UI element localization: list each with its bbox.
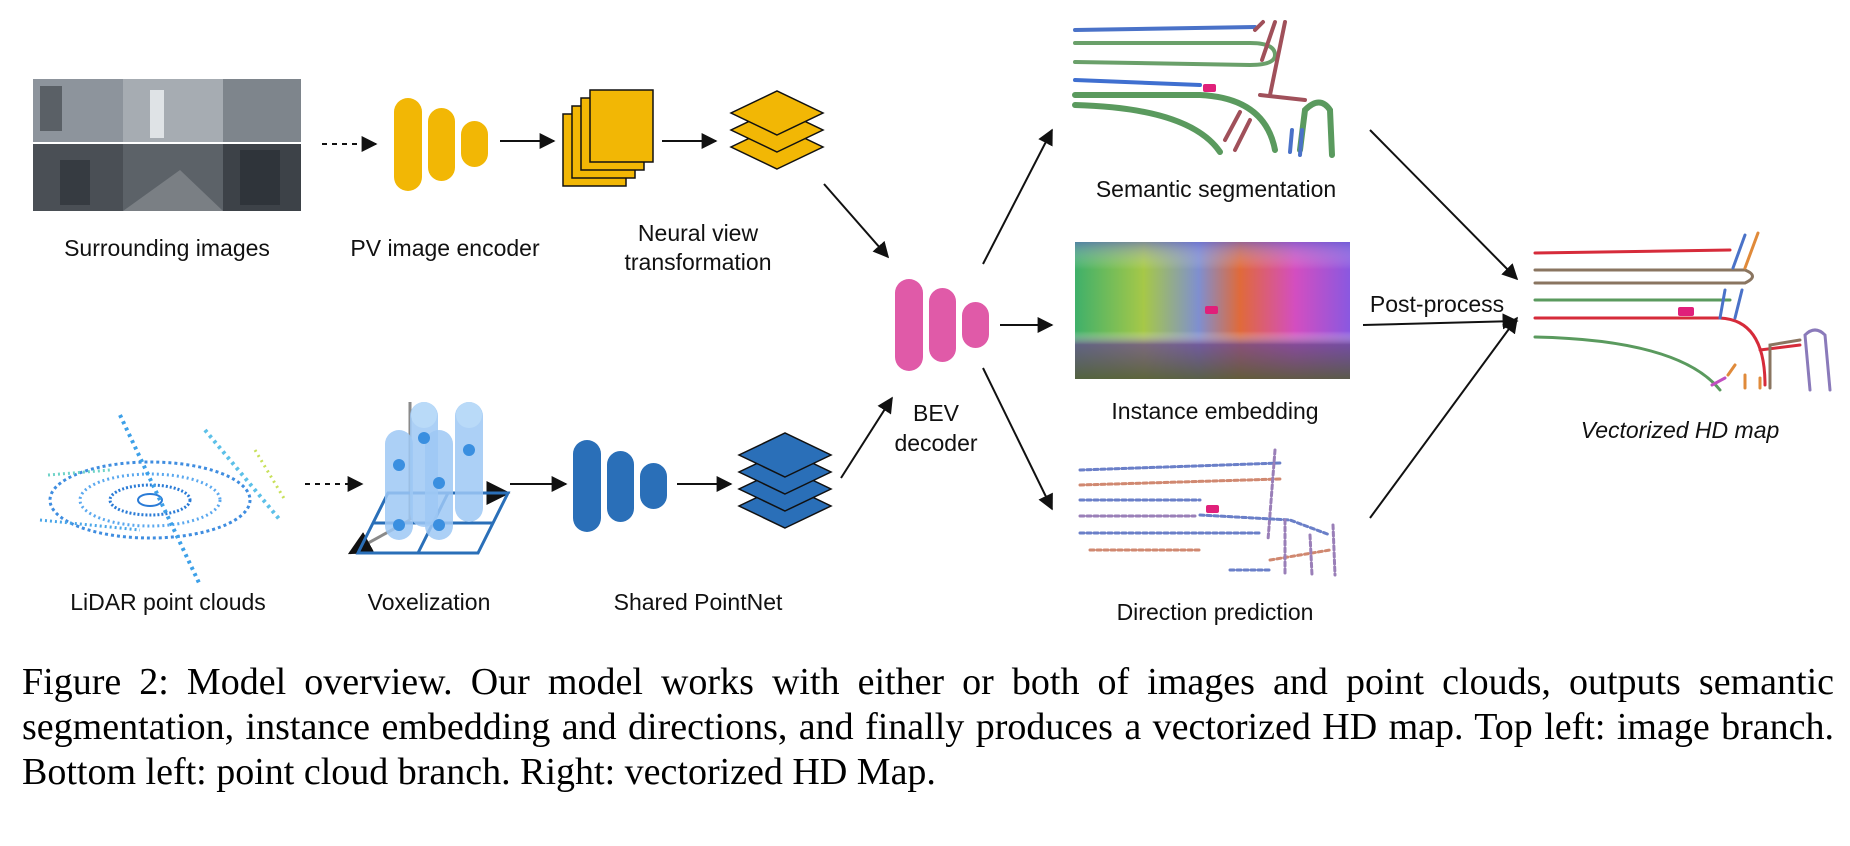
neural-view-layers-icon [729, 90, 825, 170]
flow-arrows [305, 128, 1519, 519]
semantic-segmentation-map [1072, 20, 1335, 158]
lidar-point-cloud-thumbnail [39, 414, 287, 586]
label-surrounding-images: Surrounding images [64, 235, 270, 261]
label-post-process: Post-process [1370, 291, 1504, 317]
label-voxelization: Voxelization [368, 589, 491, 615]
label-vectorized-hd-map: Vectorized HD map [1581, 417, 1780, 443]
label-bev-decoder-line2: decoder [894, 430, 977, 456]
pv-image-encoder-icon [394, 98, 488, 191]
bev-decoder-icon [895, 279, 989, 371]
label-shared-pointnet: Shared PointNet [614, 589, 783, 615]
pointnet-bev-layers-icon [737, 432, 833, 529]
direction-prediction-map [1078, 448, 1337, 577]
feature-maps-icon [562, 89, 654, 187]
label-lidar-point-clouds: LiDAR point clouds [70, 589, 266, 615]
model-overview-figure: Surrounding images PV image encoder Neur… [33, 20, 1832, 625]
label-direction-prediction: Direction prediction [1117, 599, 1314, 625]
label-neural-view-line2: transformation [624, 249, 771, 275]
label-neural-view-line1: Neural view [638, 220, 759, 246]
instance-embedding-map [1075, 242, 1350, 379]
surrounding-images-thumbnail [33, 79, 301, 211]
figure-caption: Figure 2: Model overview. Our model work… [22, 661, 1834, 793]
voxelization-icon [347, 402, 511, 555]
vectorized-hd-map [1533, 231, 1832, 392]
label-pv-image-encoder: PV image encoder [350, 235, 540, 261]
shared-pointnet-icon [573, 440, 667, 532]
label-bev-decoder-line1: BEV [913, 400, 960, 426]
label-semantic-segmentation: Semantic segmentation [1096, 176, 1336, 202]
label-instance-embedding: Instance embedding [1111, 398, 1318, 424]
